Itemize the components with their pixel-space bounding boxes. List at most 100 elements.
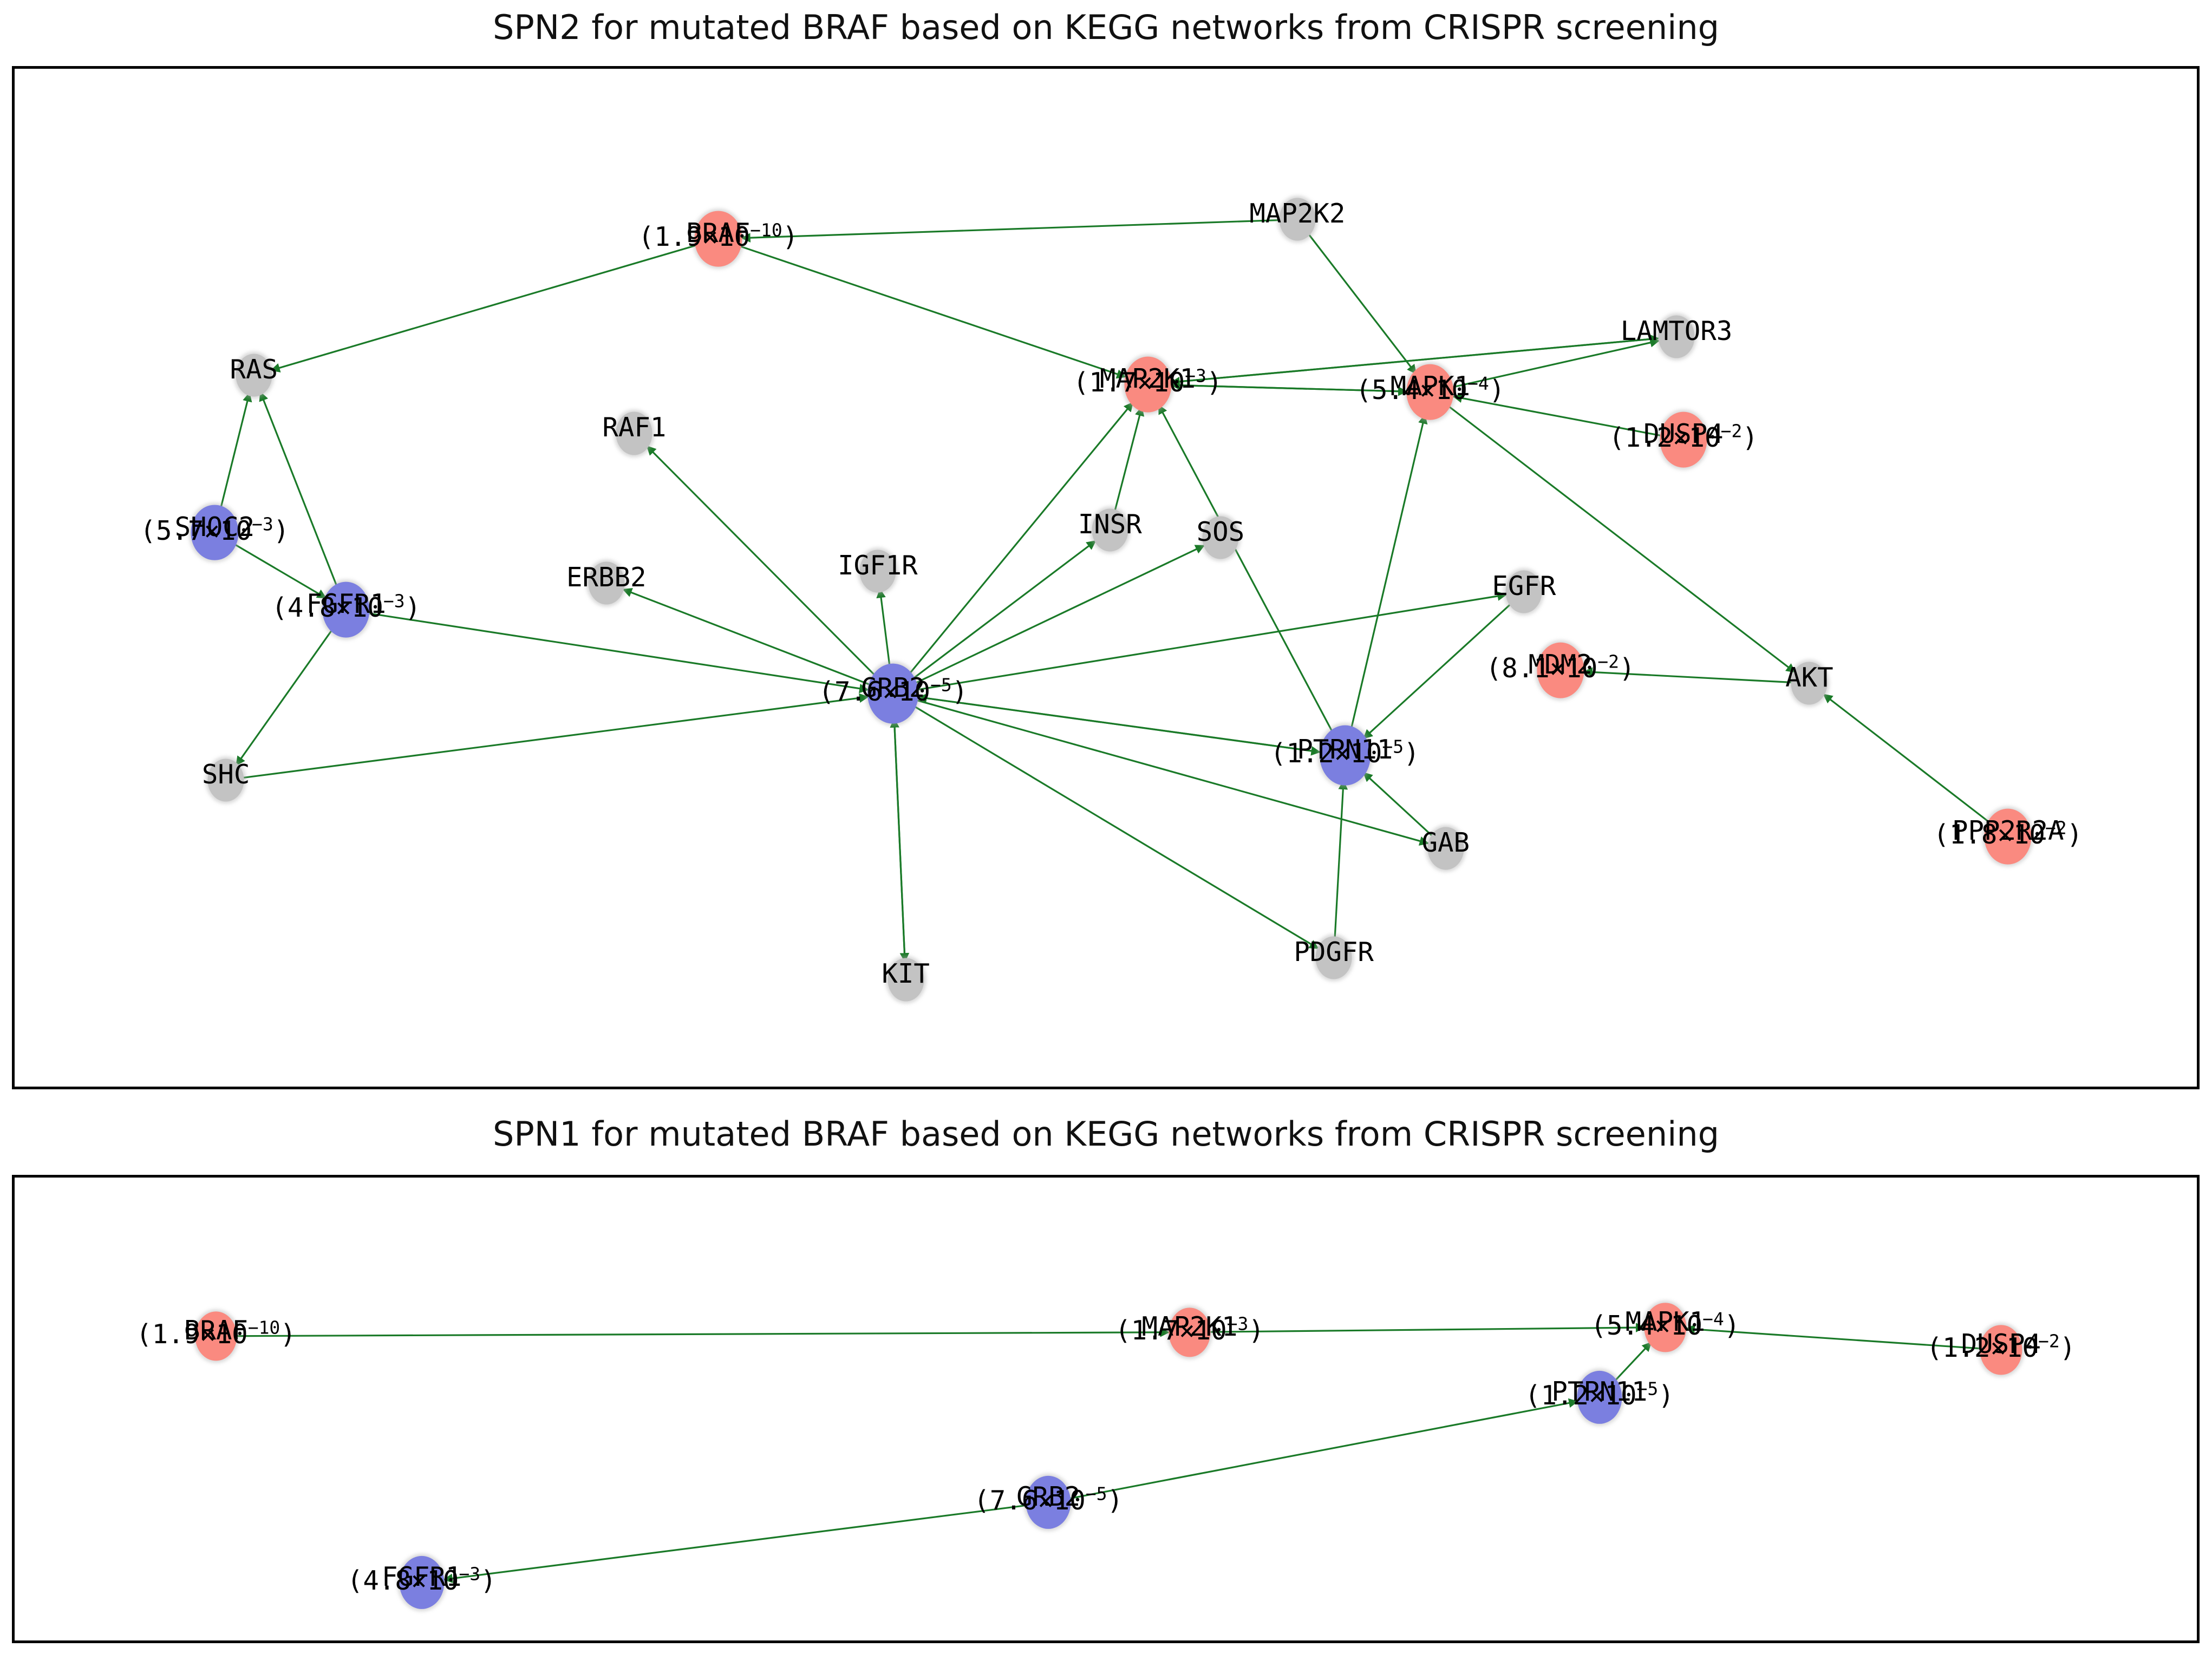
node-marker-DUSP4 — [1660, 411, 1707, 468]
node-marker-RAS — [236, 354, 272, 397]
edge-LAMTOR3-to-MAP2K1 — [1170, 337, 1659, 387]
edge-FGFR1-to-SHC — [236, 629, 334, 766]
node-marker-FGFR1 — [322, 582, 370, 638]
spn1-network-panel: BRAF(1.9×10−10)MAP2K1(1.7×10−3)MAPK1(5.4… — [12, 1175, 2200, 1643]
edge-GRB2-to-EGFR — [918, 591, 1508, 691]
node-marker-BRAF — [195, 1311, 237, 1361]
node-pvalue-FGFR1: (4.8×10−3) — [271, 591, 421, 624]
node-label-KIT: KIT — [882, 958, 930, 990]
edge-GRB2-to-PTPN11 — [1070, 1398, 1578, 1500]
edge-GRB2-to-IGF1R — [876, 588, 891, 669]
node-pvalue-MAPK1: (5.4×10−4) — [1590, 1308, 1740, 1341]
node-pvalue-MAP2K1: (1.7×10−3) — [1073, 365, 1223, 398]
edge-GRB2-to-INSR — [912, 540, 1097, 679]
node-marker-ERBB2 — [588, 561, 625, 605]
edge-MAPK1-to-MAP2K1 — [1170, 380, 1407, 393]
edge-DUSP4-to-MAPK1 — [1452, 393, 1661, 436]
edge-SHOC2-to-FGFR1 — [234, 544, 327, 599]
node-pvalue-MAP2K1: (1.7×10−3) — [1115, 1313, 1264, 1346]
node-label-MDM2: MDM2 — [1528, 649, 1593, 681]
node-marker-GAB — [1427, 827, 1464, 870]
node-marker-EGFR — [1505, 570, 1542, 613]
node-marker-KIT — [888, 958, 924, 1001]
edge-GRB2-to-SOS — [915, 545, 1205, 684]
edge-KIT-to-GRB2 — [890, 718, 906, 962]
node-label-SHOC2: SHOC2 — [174, 511, 255, 542]
node-marker-IGF1R — [859, 550, 896, 593]
node-pvalue-GRB2: (7.6×10−5) — [974, 1483, 1123, 1516]
node-label-BRAF: BRAF — [686, 218, 751, 249]
node-pvalue-PPP2R2A: (1.8×10−2) — [1933, 818, 2083, 851]
edge-layer — [219, 219, 1990, 963]
node-marker-MAP2K2 — [1279, 198, 1316, 241]
edge-PDGFR-to-PTPN11 — [1334, 780, 1348, 940]
node-marker-SHOC2 — [191, 505, 238, 561]
edge-layer — [237, 1323, 1980, 1584]
node-marker-MAP2K1 — [1169, 1307, 1211, 1357]
node-pvalue-PTPN11: (1.2×10−5) — [1525, 1378, 1674, 1411]
node-label-SOS: SOS — [1196, 517, 1245, 548]
edge-SHOC2-to-RAS — [219, 392, 252, 510]
node-marker-LAMTOR3 — [1658, 315, 1695, 358]
node-label-RAS: RAS — [230, 354, 278, 385]
edge-PTPN11-to-MAPK1 — [1614, 1342, 1652, 1382]
node-label-MAP2K1: MAP2K1 — [1141, 1311, 1238, 1342]
edge-PTPN11-to-GRB2 — [917, 693, 1320, 753]
edge-FGFR1-to-GRB2 — [369, 612, 869, 694]
node-pvalue-SHOC2: (5.7×10−3) — [140, 513, 290, 546]
node-pvalue-BRAF: (1.9×10−10) — [136, 1317, 296, 1350]
node-label-EGFR: EGFR — [1492, 571, 1556, 602]
node-marker-RAF1 — [616, 411, 652, 455]
node-marker-BRAF — [694, 211, 742, 267]
node-marker-SOS — [1202, 516, 1239, 559]
edge-GRB2-to-RAF1 — [646, 445, 876, 677]
node-pvalue-DUSP4: (1.2×10−2) — [1926, 1331, 2076, 1364]
node-label-GRB2: GRB2 — [1016, 1481, 1081, 1513]
edge-GRB2-to-PDGFR — [914, 705, 1319, 950]
edge-GRB2-to-ERBB2 — [622, 588, 870, 685]
node-marker-INSR — [1092, 508, 1128, 552]
edge-GAB-to-PTPN11 — [1362, 772, 1433, 837]
node-marker-AKT — [1791, 662, 1828, 705]
node-label-LAMTOR3: LAMTOR3 — [1620, 315, 1733, 347]
edge-GRB2-to-GAB — [917, 699, 1430, 846]
node-marker-PTPN11 — [1319, 725, 1371, 786]
node-label-AKT: AKT — [1785, 662, 1833, 694]
node-marker-FGFR1 — [399, 1555, 445, 1609]
node-marker-MDM2 — [1537, 642, 1584, 698]
edge-MAP2K2-to-BRAF — [741, 219, 1280, 243]
node-marker-PTPN11 — [1577, 1370, 1622, 1424]
edge-FGFR1-to-RAS — [259, 391, 338, 589]
edge-INSR-to-MAP2K1 — [1113, 406, 1145, 513]
node-label-ERBB2: ERBB2 — [566, 561, 647, 593]
edge-GRB2-to-FGFR1 — [443, 1504, 1027, 1584]
node-pvalue-BRAF: (1.9×10−10) — [638, 219, 799, 253]
node-pvalue-PTPN11: (1.2×10−5) — [1270, 736, 1420, 769]
edge-SHC-to-GRB2 — [244, 693, 869, 779]
node-label-GRB2: GRB2 — [861, 672, 925, 704]
edge-MAP2K1-to-MAPK1 — [1210, 1323, 1646, 1333]
node-marker-DUSP4 — [1980, 1325, 2022, 1375]
node-label-PPP2R2A: PPP2R2A — [1952, 815, 2064, 847]
node-label-PTPN11: PTPN11 — [1551, 1376, 1648, 1407]
spn1-canvas: BRAF(1.9×10−10)MAP2K1(1.7×10−3)MAPK1(5.4… — [15, 1178, 2197, 1640]
edge-MAPK1-to-LAMTOR3 — [1453, 338, 1660, 388]
node-label-RAF1: RAF1 — [602, 412, 667, 443]
spn1-panel-title: SPN1 for mutated BRAF based on KEGG netw… — [493, 1114, 1719, 1154]
node-pvalue-MAPK1: (5.4×10−4) — [1355, 372, 1505, 406]
node-label-GAB: GAB — [1421, 827, 1470, 858]
node-label-MAP2K2: MAP2K2 — [1249, 198, 1346, 230]
node-label-BRAF: BRAF — [184, 1315, 249, 1346]
node-marker-GRB2 — [1026, 1476, 1071, 1529]
node-marker-PDGFR — [1315, 936, 1352, 979]
edge-BRAF-to-RAS — [270, 244, 696, 372]
edge-MAPK1-to-AKT — [1448, 406, 1796, 673]
node-pvalue-MDM2: (8.1×10−2) — [1485, 651, 1635, 684]
node-label-IGF1R: IGF1R — [838, 550, 918, 581]
edge-PTPN11-to-MAPK1 — [1349, 414, 1428, 731]
edge-GRB2-to-MAP2K1 — [908, 402, 1134, 675]
edge-DUSP4-to-MAPK1 — [1685, 1324, 1980, 1350]
edge-PPP2R2A-to-AKT — [1823, 694, 1990, 823]
